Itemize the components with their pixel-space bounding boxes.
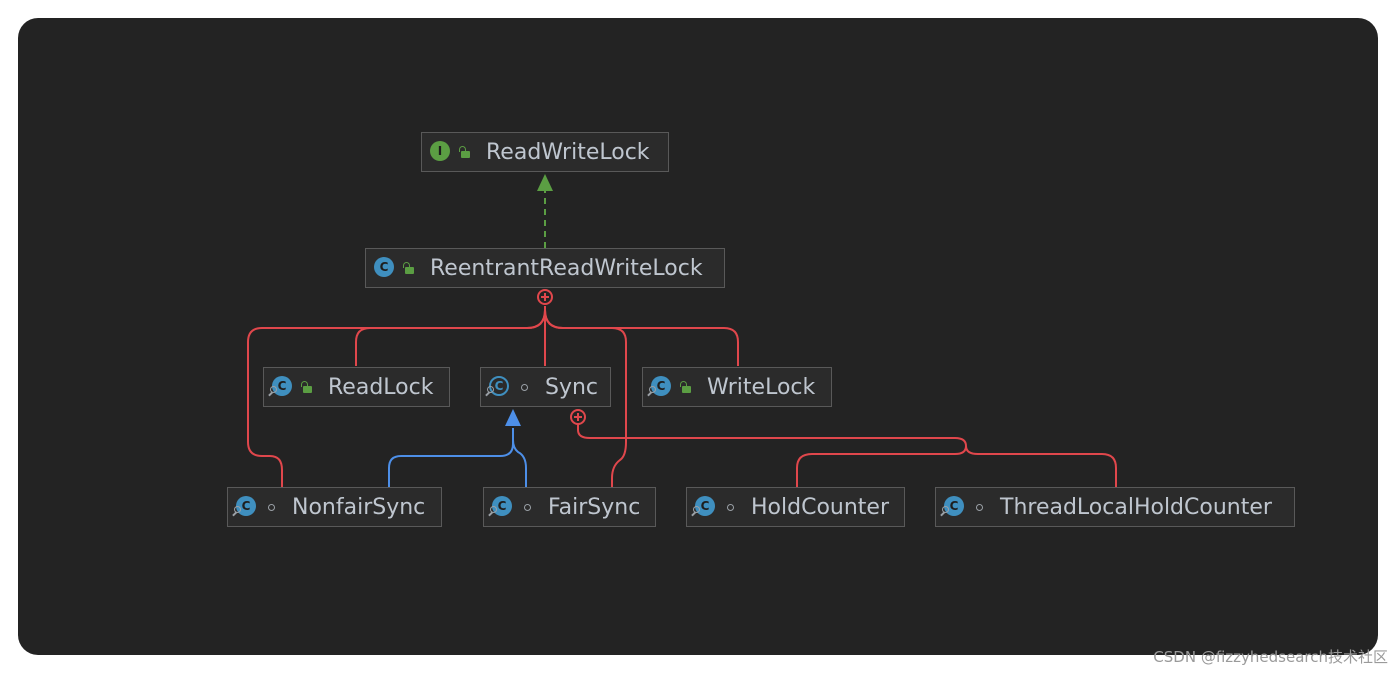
watermark: CSDN @fizzyhedsearch技术社区: [1153, 648, 1388, 666]
nested-class-icon: C: [234, 496, 258, 518]
node-reentrantreadwritelock[interactable]: C ReentrantReadWriteLock: [365, 248, 725, 288]
node-nonfairsync[interactable]: C NonfairSync: [227, 487, 442, 527]
public-visibility-icon: [402, 261, 416, 275]
node-label: ThreadLocalHoldCounter: [1000, 494, 1272, 520]
node-label: HoldCounter: [751, 494, 889, 520]
inner-class-marker-sync: [570, 409, 586, 425]
interface-icon: I: [430, 141, 452, 163]
diagram-canvas: [18, 18, 1378, 655]
implements-arrowhead: [537, 174, 553, 191]
node-label: ReadLock: [328, 374, 434, 400]
nested-class-icon: C: [649, 376, 673, 398]
inner-class-marker-reentrant: [537, 289, 553, 305]
node-label: FairSync: [548, 494, 641, 520]
node-label: Sync: [545, 374, 599, 400]
node-label: ReentrantReadWriteLock: [430, 255, 703, 281]
edge-inner-classes-reentrant: [247, 306, 739, 487]
abstract-class-icon: C: [487, 376, 511, 398]
public-visibility-icon: [679, 380, 693, 394]
node-readwritelock[interactable]: I ReadWriteLock: [421, 132, 669, 172]
node-holdcounter[interactable]: C HoldCounter: [686, 487, 905, 527]
nested-class-icon: C: [490, 496, 514, 518]
node-writelock[interactable]: C WriteLock: [642, 367, 832, 407]
package-visibility-icon: [723, 500, 737, 514]
package-visibility-icon: [972, 500, 986, 514]
edge-inner-classes-sync: [577, 424, 1117, 487]
edge-extends: [388, 428, 527, 487]
extends-arrowhead: [505, 409, 521, 426]
public-visibility-icon: [458, 145, 472, 159]
node-readlock[interactable]: C ReadLock: [263, 367, 450, 407]
nested-class-icon: C: [693, 496, 717, 518]
package-visibility-icon: [264, 500, 278, 514]
package-visibility-icon: [520, 500, 534, 514]
nested-class-icon: C: [942, 496, 966, 518]
edge-implements: [537, 174, 553, 248]
node-label: WriteLock: [707, 374, 816, 400]
node-label: ReadWriteLock: [486, 139, 650, 165]
public-visibility-icon: [300, 380, 314, 394]
node-threadlocalholdcounter[interactable]: C ThreadLocalHoldCounter: [935, 487, 1295, 527]
node-fairsync[interactable]: C FairSync: [483, 487, 656, 527]
class-icon: C: [374, 257, 396, 279]
node-sync[interactable]: C Sync: [480, 367, 611, 407]
node-label: NonfairSync: [292, 494, 426, 520]
nested-class-icon: C: [270, 376, 294, 398]
package-visibility-icon: [517, 380, 531, 394]
